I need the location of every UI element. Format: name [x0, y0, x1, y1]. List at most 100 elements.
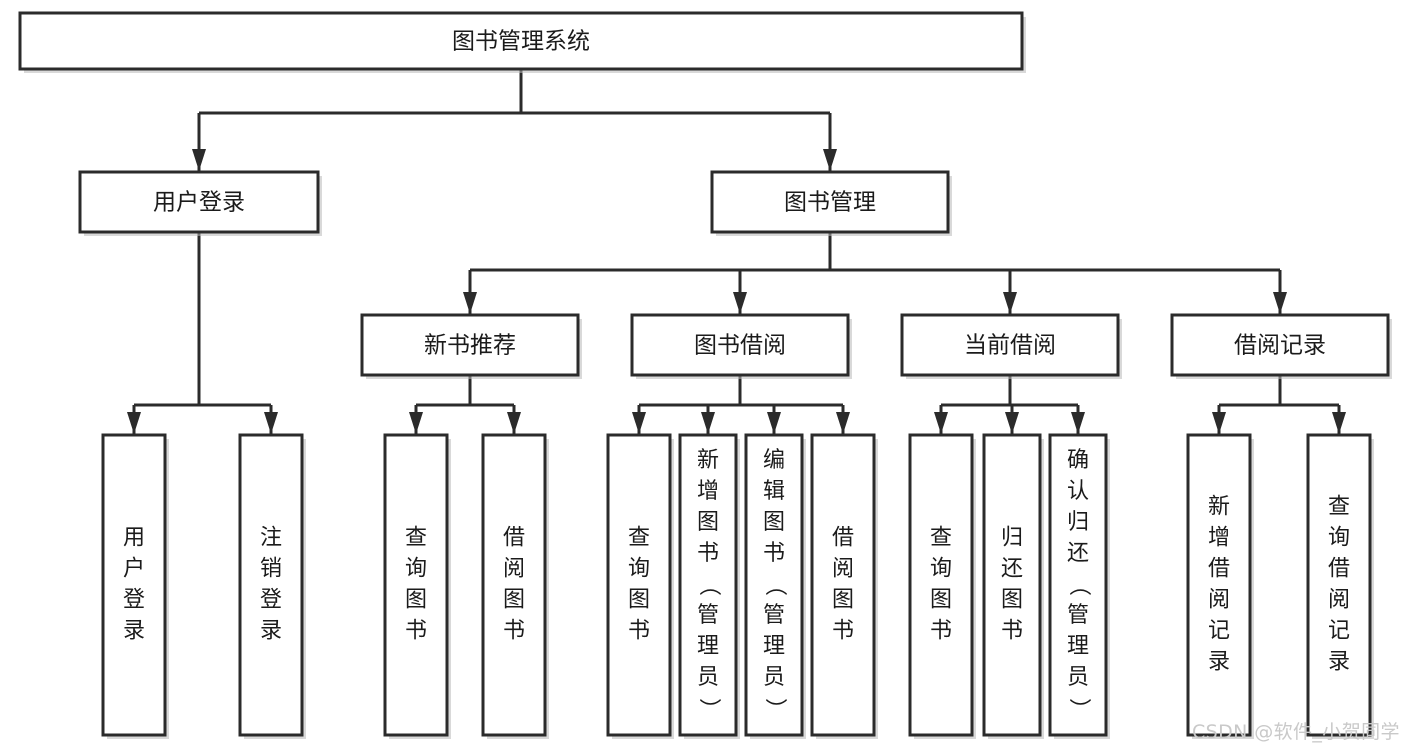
node-label-char: 询: [930, 557, 952, 582]
node-label-char: 借: [1208, 557, 1230, 582]
arrow-head: [767, 412, 781, 434]
nodes-layer: 图书管理系统用户登录图书管理新书推荐图书借阅当前借阅借阅记录用户登录注销登录查询…: [18, 11, 1392, 739]
node-label-char: 阅: [503, 557, 525, 582]
node-level2-3[interactable]: 借阅记录: [1170, 313, 1392, 379]
node-label-char: 记: [1328, 619, 1350, 644]
node-label-char: （: [762, 574, 787, 596]
node-level2-1[interactable]: 图书借阅: [630, 313, 852, 379]
node-label-char: 查: [405, 526, 427, 551]
arrow-head: [632, 412, 646, 434]
box-outline: [678, 433, 738, 737]
node-label-char: ）: [696, 698, 721, 720]
box-outline: [481, 433, 547, 737]
node-label-char: 图: [503, 588, 525, 613]
node-label-char: 书: [832, 619, 854, 644]
arrow-head: [1071, 412, 1085, 434]
node-label-char: 书: [628, 619, 650, 644]
node-leaf-0[interactable]: 用户登录: [101, 433, 169, 739]
node-label-char: 登: [123, 588, 145, 613]
box-outline: [101, 433, 167, 737]
csdn-watermark: CSDN @软件_小贺同学: [1192, 721, 1400, 743]
node-label-char: 记: [1208, 619, 1230, 644]
node-label-char: 注: [260, 526, 282, 551]
node-label: 图书管理系统: [452, 29, 590, 55]
node-label-char: 用: [123, 526, 145, 551]
box-outline: [810, 433, 876, 737]
box-outline: [1306, 433, 1372, 737]
node-label-char: 图: [405, 588, 427, 613]
node-label-char: 员: [763, 665, 785, 690]
node-label-char: 书: [405, 619, 427, 644]
node-label-char: 录: [260, 619, 282, 644]
arrow-head: [733, 292, 747, 314]
node-root[interactable]: 图书管理系统: [18, 11, 1026, 73]
node-label-char: 销: [260, 557, 282, 582]
node-label-char: 图: [697, 510, 719, 535]
node-label-char: 询: [628, 557, 650, 582]
node-label-char: 员: [1067, 665, 1089, 690]
box-outline: [78, 170, 320, 234]
node-label-char: 管: [697, 603, 719, 628]
box-outline: [1170, 313, 1390, 377]
arrow-head: [507, 412, 521, 434]
node-label-char: 增: [1208, 526, 1230, 551]
node-label-char: 书: [503, 619, 525, 644]
node-label-char: ）: [762, 698, 787, 720]
box-outline: [1186, 433, 1252, 737]
node-label-char: 图: [763, 510, 785, 535]
node-label-char: 理: [697, 634, 719, 659]
node-level2-0[interactable]: 新书推荐: [360, 313, 582, 379]
node-label-char: 员: [697, 665, 719, 690]
node-label-char: 书: [697, 541, 719, 566]
node-label-char: 新: [1208, 495, 1230, 520]
node-label-char: 登: [260, 588, 282, 613]
node-label-char: 查: [1328, 495, 1350, 520]
node-label-char: 阅: [832, 557, 854, 582]
arrow-head: [934, 412, 948, 434]
node-label-char: 书: [763, 541, 785, 566]
node-label-char: 确: [1067, 448, 1089, 473]
arrow-head: [1003, 292, 1017, 314]
node-label-char: 图: [930, 588, 952, 613]
arrow-head: [1273, 292, 1287, 314]
node-label-char: 录: [1328, 650, 1350, 675]
node-label-char: 辑: [763, 479, 785, 504]
arrow-head: [409, 412, 423, 434]
box-outline: [1048, 433, 1108, 737]
node-label-char: （: [1066, 574, 1091, 596]
node-label-char: （: [696, 574, 721, 596]
node-label-char: 书: [1001, 619, 1023, 644]
node-label-char: 书: [930, 619, 952, 644]
box-outline: [900, 313, 1120, 377]
node-label-char: 还: [1067, 541, 1089, 566]
node-level1-1[interactable]: 图书管理: [710, 170, 952, 236]
arrow-head: [127, 412, 141, 434]
box-outline: [982, 433, 1042, 737]
node-label-char: 查: [930, 526, 952, 551]
node-label: 图书借阅: [694, 333, 786, 359]
node-label-char: 阅: [1208, 588, 1230, 613]
arrow-head: [1212, 412, 1226, 434]
box-outline: [908, 433, 974, 737]
node-label-char: 借: [832, 526, 854, 551]
node-label-char: 理: [1067, 634, 1089, 659]
node-level2-2[interactable]: 当前借阅: [900, 313, 1122, 379]
arrow-head: [192, 149, 206, 171]
node-level1-0[interactable]: 用户登录: [78, 170, 322, 236]
box-outline: [238, 433, 304, 737]
node-label: 用户登录: [153, 190, 245, 216]
arrow-head: [701, 412, 715, 434]
node-label-char: 图: [1001, 588, 1023, 613]
